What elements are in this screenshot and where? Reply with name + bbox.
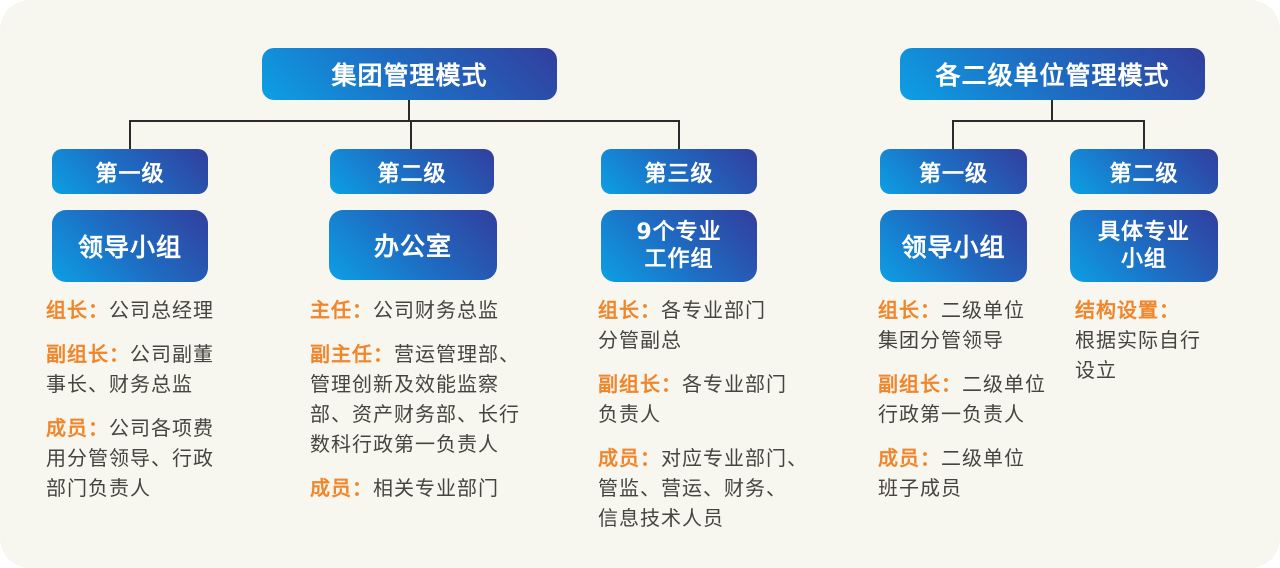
detail-column-3: 组长：各专业部门 分管副总 副组长：各专业部门 负责人 成员：对应专业部门、 管… bbox=[598, 295, 848, 547]
left-group-3: 9个专业 工作组 bbox=[601, 210, 757, 282]
connector-line bbox=[1143, 120, 1145, 149]
detail-text-line: 公司副董 bbox=[130, 342, 214, 366]
detail-paragraph: 副组长：公司副董 事长、财务总监 bbox=[46, 339, 301, 399]
detail-label: 副主任： bbox=[310, 342, 394, 366]
detail-text-line: 分管副总 bbox=[598, 328, 682, 352]
detail-paragraph: 组长：各专业部门 分管副总 bbox=[598, 295, 848, 355]
detail-paragraph: 成员：相关专业部门 bbox=[310, 473, 580, 503]
detail-text-line: 公司各项费 bbox=[109, 416, 214, 440]
right-level-2: 第二级 bbox=[1070, 149, 1218, 194]
detail-paragraph: 成员：对应专业部门、 管监、营运、财务、 信息技术人员 bbox=[598, 443, 848, 533]
detail-text-line: 数科行政第一负责人 bbox=[310, 432, 499, 456]
connector-line bbox=[410, 120, 412, 149]
right-level-1: 第一级 bbox=[880, 149, 1027, 194]
group-label-line: 9个专业 bbox=[636, 220, 722, 245]
detail-text-line: 管理创新及效能监察 bbox=[310, 372, 499, 396]
detail-paragraph: 成员：二级单位 班子成员 bbox=[878, 443, 1073, 503]
detail-text-line: 根据实际自行 bbox=[1075, 328, 1201, 352]
detail-text-line: 集团分管领导 bbox=[878, 328, 1004, 352]
detail-text-line: 二级单位 bbox=[962, 372, 1046, 396]
detail-label: 副组长： bbox=[598, 372, 682, 396]
connector-line bbox=[129, 120, 680, 122]
detail-text-line: 相关专业部门 bbox=[373, 476, 499, 500]
detail-column-5: 结构设置： 根据实际自行 设立 bbox=[1075, 295, 1250, 399]
detail-text-line: 设立 bbox=[1075, 358, 1117, 382]
detail-label: 组长： bbox=[878, 298, 941, 322]
detail-text-line: 班子成员 bbox=[878, 476, 962, 500]
detail-column-4: 组长：二级单位 集团分管领导 副组长：二级单位 行政第一负责人 成员：二级单位 … bbox=[878, 295, 1073, 517]
detail-label: 组长： bbox=[46, 298, 109, 322]
detail-text-line: 各专业部门 bbox=[661, 298, 766, 322]
right-group-2: 具体专业 小组 bbox=[1070, 210, 1218, 282]
detail-text-line: 用分管领导、行政 bbox=[46, 446, 214, 470]
detail-text-line: 信息技术人员 bbox=[598, 506, 724, 530]
connector-line bbox=[952, 120, 954, 149]
detail-text-line: 管监、营运、财务、 bbox=[598, 476, 787, 500]
left-tree-title: 集团管理模式 bbox=[262, 48, 557, 100]
connector-line bbox=[408, 100, 410, 121]
detail-label: 组长： bbox=[598, 298, 661, 322]
detail-text-line: 事长、财务总监 bbox=[46, 372, 193, 396]
detail-label: 成员： bbox=[310, 476, 373, 500]
detail-text-line: 部门负责人 bbox=[46, 476, 151, 500]
connector-line bbox=[952, 120, 1145, 122]
left-group-1: 领导小组 bbox=[52, 210, 208, 282]
left-level-2: 第二级 bbox=[330, 149, 494, 194]
detail-text-line: 公司总经理 bbox=[109, 298, 214, 322]
detail-paragraph: 副主任：营运管理部、 管理创新及效能监察 部、资产财务部、长行 数科行政第一负责… bbox=[310, 339, 580, 459]
detail-label: 副组长： bbox=[46, 342, 130, 366]
connector-line bbox=[129, 120, 131, 149]
detail-paragraph: 成员：公司各项费 用分管领导、行政 部门负责人 bbox=[46, 413, 301, 503]
detail-text-line: 负责人 bbox=[598, 402, 661, 426]
detail-column-1: 组长：公司总经理 副组长：公司副董 事长、财务总监 成员：公司各项费 用分管领导… bbox=[46, 295, 301, 517]
detail-paragraph: 结构设置： 根据实际自行 设立 bbox=[1075, 295, 1250, 385]
detail-text-line: 行政第一负责人 bbox=[878, 402, 1025, 426]
group-label-line: 小组 bbox=[1120, 247, 1167, 272]
right-group-1: 领导小组 bbox=[880, 210, 1027, 282]
detail-label: 成员： bbox=[598, 446, 661, 470]
group-label-line: 工作组 bbox=[644, 247, 714, 272]
right-tree-title: 各二级单位管理模式 bbox=[900, 48, 1205, 100]
connector-line bbox=[1051, 100, 1053, 121]
detail-label: 结构设置： bbox=[1075, 298, 1180, 322]
left-level-1: 第一级 bbox=[52, 149, 208, 194]
detail-text-line: 二级单位 bbox=[941, 446, 1025, 470]
detail-text-line: 各专业部门 bbox=[682, 372, 787, 396]
detail-label: 副组长： bbox=[878, 372, 962, 396]
detail-paragraph: 主任：公司财务总监 bbox=[310, 295, 580, 325]
detail-label: 成员： bbox=[878, 446, 941, 470]
detail-label: 主任： bbox=[310, 298, 373, 322]
detail-text-line: 公司财务总监 bbox=[373, 298, 499, 322]
detail-paragraph: 组长：二级单位 集团分管领导 bbox=[878, 295, 1073, 355]
detail-paragraph: 副组长：二级单位 行政第一负责人 bbox=[878, 369, 1073, 429]
detail-text-line: 二级单位 bbox=[941, 298, 1025, 322]
detail-text-line: 对应专业部门、 bbox=[661, 446, 808, 470]
detail-label: 成员： bbox=[46, 416, 109, 440]
group-label-line: 具体专业 bbox=[1097, 220, 1190, 245]
detail-text-line: 部、资产财务部、长行 bbox=[310, 402, 520, 426]
detail-paragraph: 组长：公司总经理 bbox=[46, 295, 301, 325]
detail-paragraph: 副组长：各专业部门 负责人 bbox=[598, 369, 848, 429]
connector-line bbox=[678, 120, 680, 149]
detail-text-line: 营运管理部、 bbox=[394, 342, 520, 366]
left-level-3: 第三级 bbox=[601, 149, 757, 194]
left-group-2: 办公室 bbox=[329, 210, 497, 280]
detail-column-2: 主任：公司财务总监 副主任：营运管理部、 管理创新及效能监察 部、资产财务部、长… bbox=[310, 295, 580, 517]
